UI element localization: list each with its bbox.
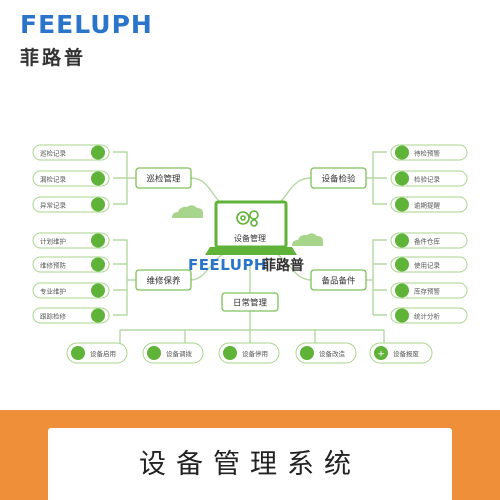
pill-right-bottom-2: 使用记录 (390, 256, 468, 273)
pill-label: 待检预警 (414, 149, 441, 158)
hub-maintenance: 维修保养 (135, 269, 192, 291)
pill-bottom-4: 设备改造 (295, 342, 357, 364)
cloud-icon (172, 205, 203, 218)
pill-label: 使用记录 (414, 261, 441, 270)
hub-equipment-check: 设备检验 (310, 167, 367, 189)
pill-left-top-2: 漏检记录 (32, 170, 110, 187)
pill-left-bottom-3: 专业维护 (32, 282, 110, 299)
cloud-decorations (172, 205, 323, 246)
gears-icon (236, 210, 259, 227)
hub-spare-parts: 备品备件 (310, 269, 367, 291)
pill-label: 设备停用 (242, 349, 268, 358)
center-brand-latin: FEELUPH (188, 256, 267, 274)
pill-label: 检验记录 (414, 175, 441, 184)
hub-spare-parts-label: 备品备件 (321, 276, 356, 287)
pill-left-bottom-1: 计划维护 (32, 232, 110, 249)
pill-left-bottom-4: 跟踪检修 (32, 307, 110, 324)
pill-label: 异常记录 (40, 201, 67, 210)
hub-equipment-check-label: 设备检验 (321, 174, 356, 185)
pill-bottom-1: 设备启用 (66, 342, 128, 364)
pill-label: 跟踪检修 (40, 312, 67, 321)
pill-label: 设备改造 (319, 349, 346, 358)
brand-logo: FEELUPH 菲路普 (20, 10, 153, 70)
pill-label: 专业维护 (40, 287, 66, 296)
pill-label: 设备启用 (90, 349, 116, 358)
footer-banner: 设备管理系统 (0, 410, 500, 500)
pill-bottom-2: 设备调拨 (142, 342, 204, 364)
pill-label: 漏检记录 (40, 175, 67, 184)
pill-right-top-3: 逾期提醒 (390, 196, 468, 213)
brand-latin-text: FEELUPH (20, 10, 153, 39)
pill-label: 设备调拨 (166, 349, 193, 358)
hub-inspection-label: 巡检管理 (146, 174, 181, 185)
pill-bottom-3: 设备停用 (218, 342, 280, 364)
pill-right-bottom-3: 库存预警 (390, 282, 468, 299)
footer-panel: 设备管理系统 (48, 428, 452, 500)
center-screen-label: 设备管理 (234, 233, 266, 243)
pill-right-bottom-1: 备件仓库 (390, 232, 468, 249)
plus-icon: + (377, 350, 385, 360)
pill-left-bottom-2: 维修预防 (32, 256, 110, 273)
pill-label: 统计分析 (414, 312, 441, 321)
brand-cjk-text: 菲路普 (20, 47, 87, 69)
pill-right-top-1: 待检预警 (390, 144, 468, 161)
pill-label: 设备报废 (393, 349, 420, 358)
hub-maintenance-label: 维修保养 (146, 276, 181, 287)
pill-bottom-5: + 设备报废 (369, 342, 433, 364)
center-brand-cjk: 菲路普 (262, 257, 304, 274)
pill-label: 逾期提醒 (414, 201, 441, 210)
footer-title: 设备管理系统 (139, 449, 361, 480)
hub-daily-label: 日常管理 (233, 298, 268, 309)
cloud-icon (292, 233, 323, 246)
pill-label: 备件仓库 (414, 237, 441, 246)
hub-daily: 日常管理 (221, 292, 279, 312)
monitor-illustration: 设备管理 (205, 200, 297, 255)
pill-right-bottom-4: 统计分析 (390, 307, 468, 324)
connector-lines (113, 151, 387, 343)
pill-label: 巡检记录 (40, 149, 67, 158)
hub-inspection: 巡检管理 (135, 167, 192, 189)
pill-label: 计划维护 (40, 237, 66, 246)
pill-label: 库存预警 (414, 287, 441, 296)
pill-left-top-3: 异常记录 (32, 196, 110, 213)
pill-right-top-2: 检验记录 (390, 170, 468, 187)
pill-label: 维修预防 (40, 261, 67, 270)
pill-left-top-1: 巡检记录 (32, 144, 110, 161)
